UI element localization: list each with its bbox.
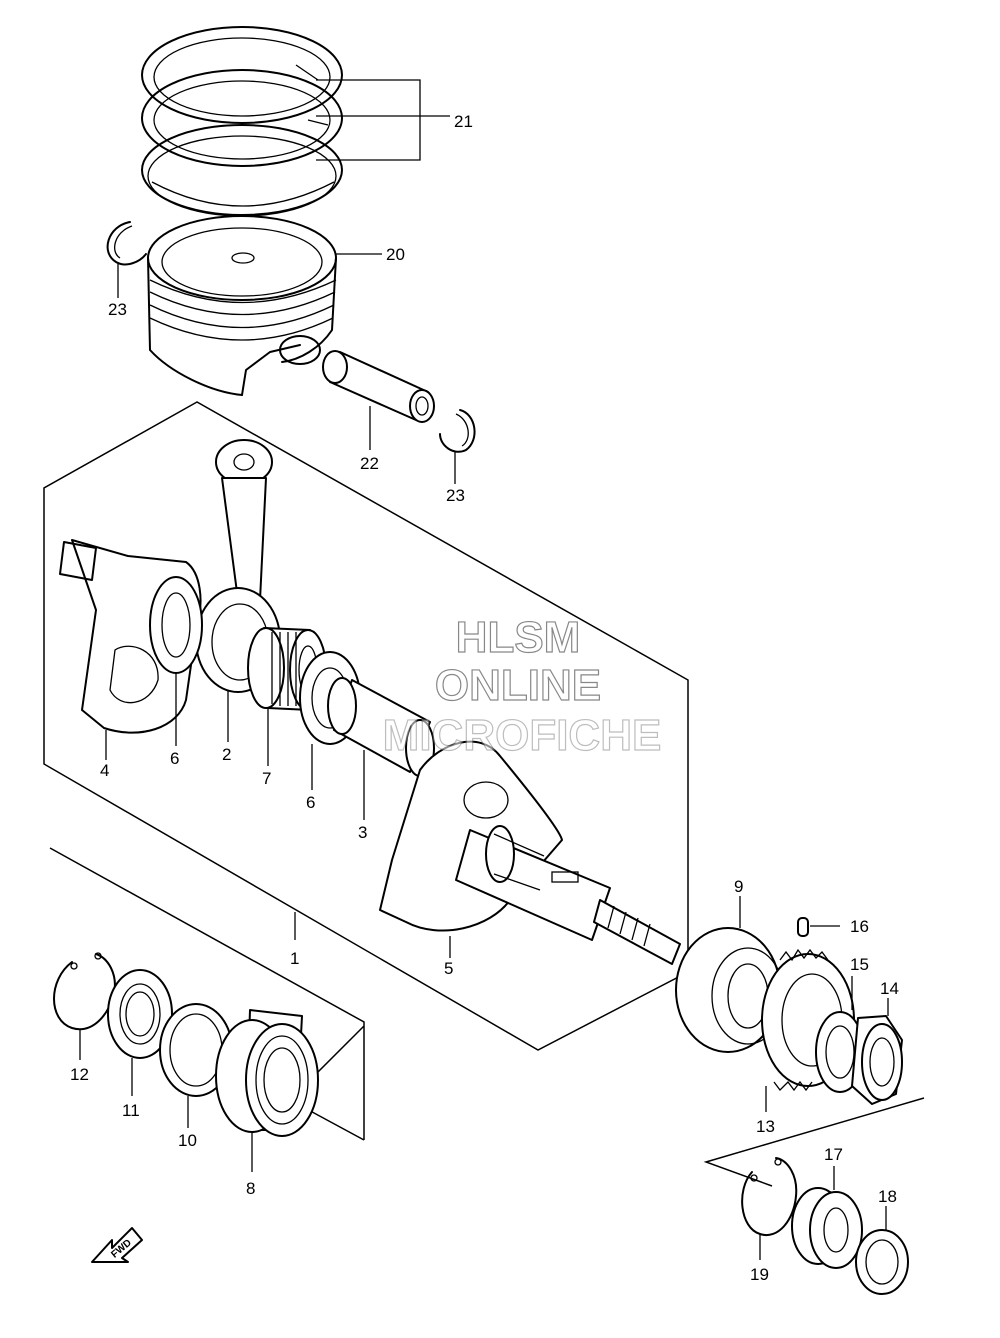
small-bearing[interactable] bbox=[791, 1187, 863, 1269]
watermark: HLSM ONLINE MICROFICHE bbox=[382, 612, 662, 760]
callout-9: 9 bbox=[734, 877, 743, 896]
leader-lines bbox=[79, 79, 889, 1260]
callout-16: 16 bbox=[850, 917, 869, 936]
watermark-line-1: HLSM bbox=[456, 613, 581, 662]
crankshaft-assembly-outline bbox=[43, 401, 689, 1051]
callout-3: 3 bbox=[358, 823, 367, 842]
bearing-circlip[interactable] bbox=[53, 952, 116, 1031]
gear-spacer[interactable] bbox=[815, 1011, 865, 1093]
watermark-line-2: ONLINE bbox=[435, 661, 601, 710]
callout-13: 13 bbox=[756, 1117, 775, 1136]
callout-23-right: 23 bbox=[446, 486, 465, 505]
small-bearing-circlip[interactable] bbox=[741, 1157, 798, 1237]
piston-pin-circlip-left[interactable] bbox=[106, 221, 147, 266]
piston-pin-circlip-right[interactable] bbox=[439, 409, 476, 453]
piston-pin[interactable] bbox=[322, 350, 435, 423]
piston[interactable] bbox=[147, 215, 337, 396]
callout-22: 22 bbox=[360, 454, 379, 473]
callout-21: 21 bbox=[454, 112, 473, 131]
callout-14: 14 bbox=[880, 979, 899, 998]
right-crank-bearing[interactable] bbox=[675, 927, 785, 1053]
callout-17: 17 bbox=[824, 1145, 843, 1164]
callout-18: 18 bbox=[878, 1187, 897, 1206]
callout-19: 19 bbox=[750, 1265, 769, 1284]
crankshaft-bearing[interactable] bbox=[215, 1009, 319, 1137]
crank-web-right[interactable] bbox=[379, 740, 681, 965]
callout-numbers: 21 20 23 22 23 4 6 2 7 6 3 1 5 12 11 10 … bbox=[70, 112, 899, 1284]
callout-15: 15 bbox=[850, 955, 869, 974]
watermark-line-3: MICROFICHE bbox=[383, 711, 662, 760]
callout-4: 4 bbox=[100, 761, 109, 780]
key-pin[interactable] bbox=[797, 917, 809, 937]
callout-6-right: 6 bbox=[306, 793, 315, 812]
callout-20: 20 bbox=[386, 245, 405, 264]
callout-7: 7 bbox=[262, 769, 271, 788]
crank-pin[interactable] bbox=[327, 677, 435, 777]
callout-23-left: 23 bbox=[108, 300, 127, 319]
callout-5: 5 bbox=[444, 959, 453, 978]
small-bearing-bracket bbox=[703, 1097, 925, 1187]
callout-11: 11 bbox=[122, 1101, 140, 1120]
forward-direction-arrow: FWD bbox=[91, 1227, 143, 1263]
piston-rings[interactable] bbox=[141, 26, 343, 217]
callout-2: 2 bbox=[222, 745, 231, 764]
callout-10: 10 bbox=[178, 1131, 197, 1150]
oil-seal[interactable] bbox=[107, 969, 173, 1059]
callout-8: 8 bbox=[246, 1179, 255, 1198]
small-oil-seal[interactable] bbox=[855, 1229, 909, 1295]
crankshaft-nut[interactable] bbox=[851, 1015, 903, 1105]
callout-1: 1 bbox=[290, 949, 299, 968]
callout-12: 12 bbox=[70, 1065, 89, 1084]
callout-6-left: 6 bbox=[170, 749, 179, 768]
thrust-washer-left[interactable] bbox=[149, 576, 203, 674]
